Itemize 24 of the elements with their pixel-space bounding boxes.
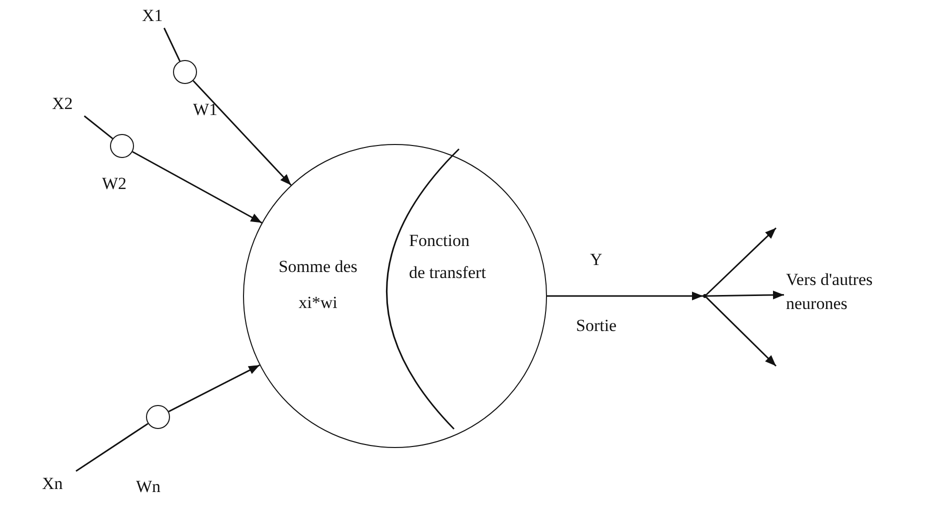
transfer-function-label: Fonction de transfert [409,230,487,284]
input-label: Xn [42,472,74,494]
sum-label: Somme des xi*wi [278,256,358,314]
arrow [168,364,260,412]
input-label: X2 [52,92,84,114]
weight-label: W1 [193,100,218,120]
weight-circle [146,405,170,429]
weight-label: W2 [102,174,127,194]
weight-label: Wn [136,477,161,497]
arrow [547,292,703,300]
arrow [706,290,784,300]
weight-circle [173,60,197,84]
arrow [706,227,777,296]
weight-circle [110,134,134,158]
output-label: Vers d'autres neurones [786,268,898,320]
input-label: X1 [142,4,174,26]
connector-line [163,28,181,62]
junction-point [703,294,707,298]
arrow [132,151,262,224]
connector-line [76,422,148,472]
arrow [192,80,292,186]
arrow [706,296,777,367]
connector-line [84,115,114,140]
output-caption: Sortie [576,316,617,336]
